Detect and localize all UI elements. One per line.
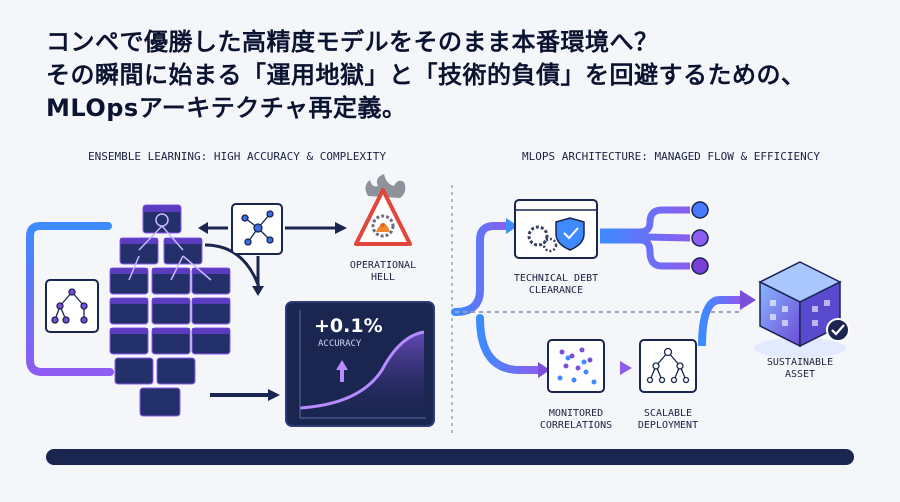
asset-label-line-2: ASSET — [784, 369, 816, 380]
accuracy-value: +0.1% — [314, 315, 383, 337]
network-card-icon — [198, 203, 347, 296]
asset-label-line-1: SUSTAINABLE — [766, 357, 834, 368]
accuracy-chart-card — [285, 301, 435, 427]
asset-label: SUSTAINABLE ASSET — [754, 357, 846, 381]
flow-pipes — [451, 206, 756, 378]
hazard-label-line-1: OPERATIONAL — [349, 260, 417, 271]
bottom-bar — [46, 449, 854, 465]
debt-label-line-2: CLEARANCE — [528, 285, 584, 296]
hierarchy-card-icon — [639, 339, 697, 393]
headline: コンペで優勝した高精度モデルをそのまま本番環境へ？ その瞬間に始まる「運用地獄」… — [46, 26, 866, 125]
ensemble-stack-icon — [26, 204, 280, 417]
monitor-label: MONITORED CORRELATIONS — [526, 408, 626, 432]
monitor-label-line-2: CORRELATIONS — [539, 420, 613, 431]
output-nodes — [691, 201, 709, 275]
headline-line-3: MLOpsアーキテクチャ再定義。 — [46, 94, 407, 122]
accuracy-label: ACCURACY — [318, 339, 362, 349]
headline-line-2: その瞬間に始まる「運用地獄」と「技術的負債」を回避するための、 — [46, 61, 806, 89]
headline-line-1: コンペで優勝した高精度モデルをそのまま本番環境へ？ — [46, 28, 659, 56]
shield-gear-card-icon — [514, 199, 598, 259]
hazard-label-line-2: HELL — [370, 272, 396, 283]
deploy-label-line-2: DEPLOYMENT — [637, 420, 699, 431]
debt-label-line-1: TECHNICAL DEBT — [513, 273, 599, 284]
sustainable-asset-cube-icon — [754, 261, 850, 358]
right-section-heading: MLOPS ARCHITECTURE: MANAGED FLOW & EFFIC… — [522, 150, 821, 163]
debt-label: TECHNICAL DEBT CLEARANCE — [500, 273, 612, 297]
hazard-label: OPERATIONAL HELL — [343, 260, 423, 284]
deploy-label-line-1: SCALABLE — [643, 408, 693, 419]
monitor-label-line-1: MONITORED — [548, 408, 604, 419]
scatter-card-icon — [547, 339, 605, 393]
warning-icon — [354, 174, 412, 246]
left-section-heading: ENSEMBLE LEARNING: HIGH ACCURACY & COMPL… — [88, 150, 387, 163]
tree-card-icon — [45, 279, 99, 333]
deploy-label: SCALABLE DEPLOYMENT — [620, 408, 716, 432]
